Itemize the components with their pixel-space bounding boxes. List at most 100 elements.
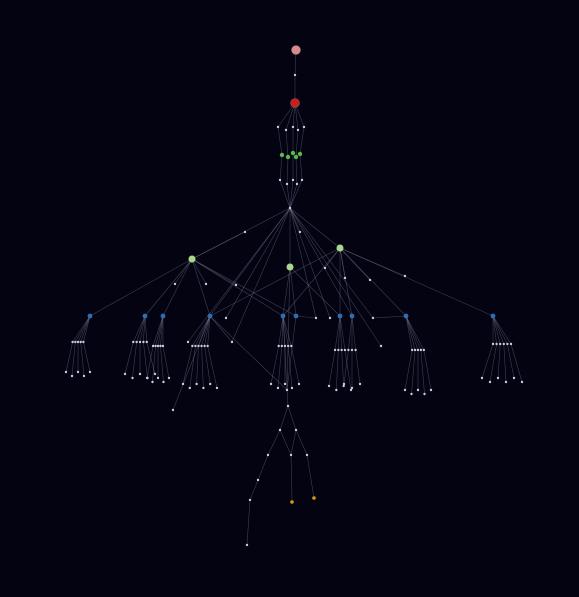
graph-node-leaf[interactable] [186, 340, 190, 344]
graph-node-leaf[interactable] [161, 344, 165, 348]
graph-node-leaf[interactable] [278, 178, 282, 182]
graph-node-leaf[interactable] [491, 342, 495, 346]
graph-node-leaf[interactable] [156, 376, 160, 380]
graph-node-leaf[interactable] [248, 498, 252, 502]
graph-node-leaf[interactable] [153, 372, 157, 376]
graph-node-accent[interactable] [312, 496, 316, 500]
graph-node-leaf[interactable] [302, 125, 306, 129]
graph-node-leaf[interactable] [173, 282, 177, 286]
graph-node-leaf[interactable] [280, 344, 284, 348]
graph-node-leaf[interactable] [337, 348, 340, 352]
graph-node-branch[interactable] [403, 313, 409, 319]
graph-node-leaf[interactable] [131, 376, 134, 380]
graph-node-leaf[interactable] [410, 348, 414, 352]
graph-node-leaf[interactable] [204, 282, 208, 286]
graph-node-leaf[interactable] [181, 382, 185, 386]
graph-node-leaf[interactable] [358, 382, 362, 386]
graph-node-leaf[interactable] [82, 374, 86, 378]
graph-node-leaf[interactable] [286, 404, 290, 408]
graph-node-leaf[interactable] [245, 543, 249, 547]
graph-node-leaf[interactable] [145, 340, 148, 344]
graph-node-leaf[interactable] [203, 344, 206, 348]
graph-node-leaf[interactable] [135, 340, 138, 344]
graph-node-leaf[interactable] [243, 230, 247, 234]
graph-node-leaf[interactable] [269, 382, 273, 386]
graph-node-leaf[interactable] [413, 348, 417, 352]
graph-node-leaf[interactable] [327, 384, 331, 388]
graph-node-leaf[interactable] [343, 276, 347, 280]
graph-node-leaf[interactable] [328, 316, 332, 320]
graph-node-leaf[interactable] [368, 278, 372, 282]
graph-node-leaf[interactable] [298, 230, 302, 234]
graph-node-leaf[interactable] [142, 340, 145, 344]
graph-node-leaf[interactable] [171, 408, 175, 412]
graph-node-group[interactable] [285, 154, 291, 160]
graph-node-leaf[interactable] [151, 344, 155, 348]
graph-node-leaf[interactable] [162, 380, 165, 384]
graph-node-leaf[interactable] [294, 428, 298, 432]
graph-node-leaf[interactable] [296, 128, 300, 132]
graph-node-leaf[interactable] [423, 392, 426, 396]
graph-node-leaf[interactable] [209, 382, 212, 386]
graph-node-leaf[interactable] [197, 344, 200, 348]
graph-node-leaf[interactable] [76, 370, 80, 374]
graph-node-leaf[interactable] [288, 206, 292, 210]
graph-node-branch[interactable] [87, 313, 93, 319]
graph-node-leaf[interactable] [314, 316, 318, 320]
graph-node-leaf[interactable] [305, 453, 309, 457]
graph-node-leaf[interactable] [76, 340, 80, 344]
graph-node-leaf[interactable] [188, 386, 191, 390]
graph-node-branch[interactable] [293, 313, 299, 319]
graph-node-leaf[interactable] [403, 274, 407, 278]
graph-node-leaf[interactable] [354, 348, 357, 352]
graph-node-leaf[interactable] [290, 386, 294, 390]
graph-node-leaf[interactable] [416, 348, 420, 352]
graph-node-leaf[interactable] [488, 380, 492, 384]
graph-node-leaf[interactable] [145, 376, 149, 380]
graph-node-group[interactable] [290, 150, 296, 156]
graph-node-leaf[interactable] [403, 388, 407, 392]
graph-node-leaf[interactable] [291, 178, 295, 182]
graph-node-leaf[interactable] [202, 386, 205, 390]
graph-node-leaf[interactable] [167, 376, 171, 380]
graph-node-branch[interactable] [280, 313, 286, 319]
graph-node-leaf[interactable] [429, 388, 433, 392]
graph-node-leaf[interactable] [342, 384, 345, 388]
graph-node-leaf[interactable] [297, 382, 301, 386]
graph-node-accent[interactable] [290, 500, 294, 504]
graph-node-leaf[interactable] [123, 372, 127, 376]
graph-node-branch[interactable] [349, 313, 355, 319]
graph-node-leaf[interactable] [276, 125, 280, 129]
graph-node-leaf[interactable] [88, 370, 92, 374]
graph-node-leaf[interactable] [350, 386, 354, 390]
graph-node-leaf[interactable] [156, 344, 160, 348]
graph-node-leaf[interactable] [138, 372, 142, 376]
graph-node-leaf[interactable] [499, 342, 502, 346]
graph-node-leaf[interactable] [82, 340, 85, 344]
graph-node-category[interactable] [336, 244, 344, 252]
graph-node-leaf[interactable] [289, 453, 293, 457]
graph-node-leaf[interactable] [194, 344, 197, 348]
graph-node-category[interactable] [286, 263, 294, 271]
graph-node-leaf[interactable] [70, 374, 74, 378]
graph-node-leaf[interactable] [520, 380, 524, 384]
graph-node-branch[interactable] [490, 313, 496, 319]
graph-node-branch[interactable] [160, 313, 166, 319]
graph-node-leaf[interactable] [422, 348, 426, 352]
graph-node-leaf[interactable] [343, 348, 347, 352]
graph-node-leaf[interactable] [234, 283, 238, 287]
graph-node-leaf[interactable] [277, 344, 280, 348]
graph-node-leaf[interactable] [132, 340, 135, 344]
graph-node-branch[interactable] [337, 313, 343, 319]
graph-node-leaf[interactable] [278, 428, 282, 432]
graph-node-leaf[interactable] [283, 344, 287, 348]
graph-node-leaf[interactable] [504, 380, 508, 384]
graph-node-leaf[interactable] [509, 342, 513, 346]
graph-node-leaf[interactable] [200, 344, 203, 348]
graph-node-leaf[interactable] [206, 344, 209, 348]
graph-node-leaf[interactable] [266, 453, 270, 457]
graph-node-leaf[interactable] [215, 386, 219, 390]
graph-node-leaf[interactable] [159, 344, 162, 348]
graph-node-group[interactable] [297, 151, 303, 157]
